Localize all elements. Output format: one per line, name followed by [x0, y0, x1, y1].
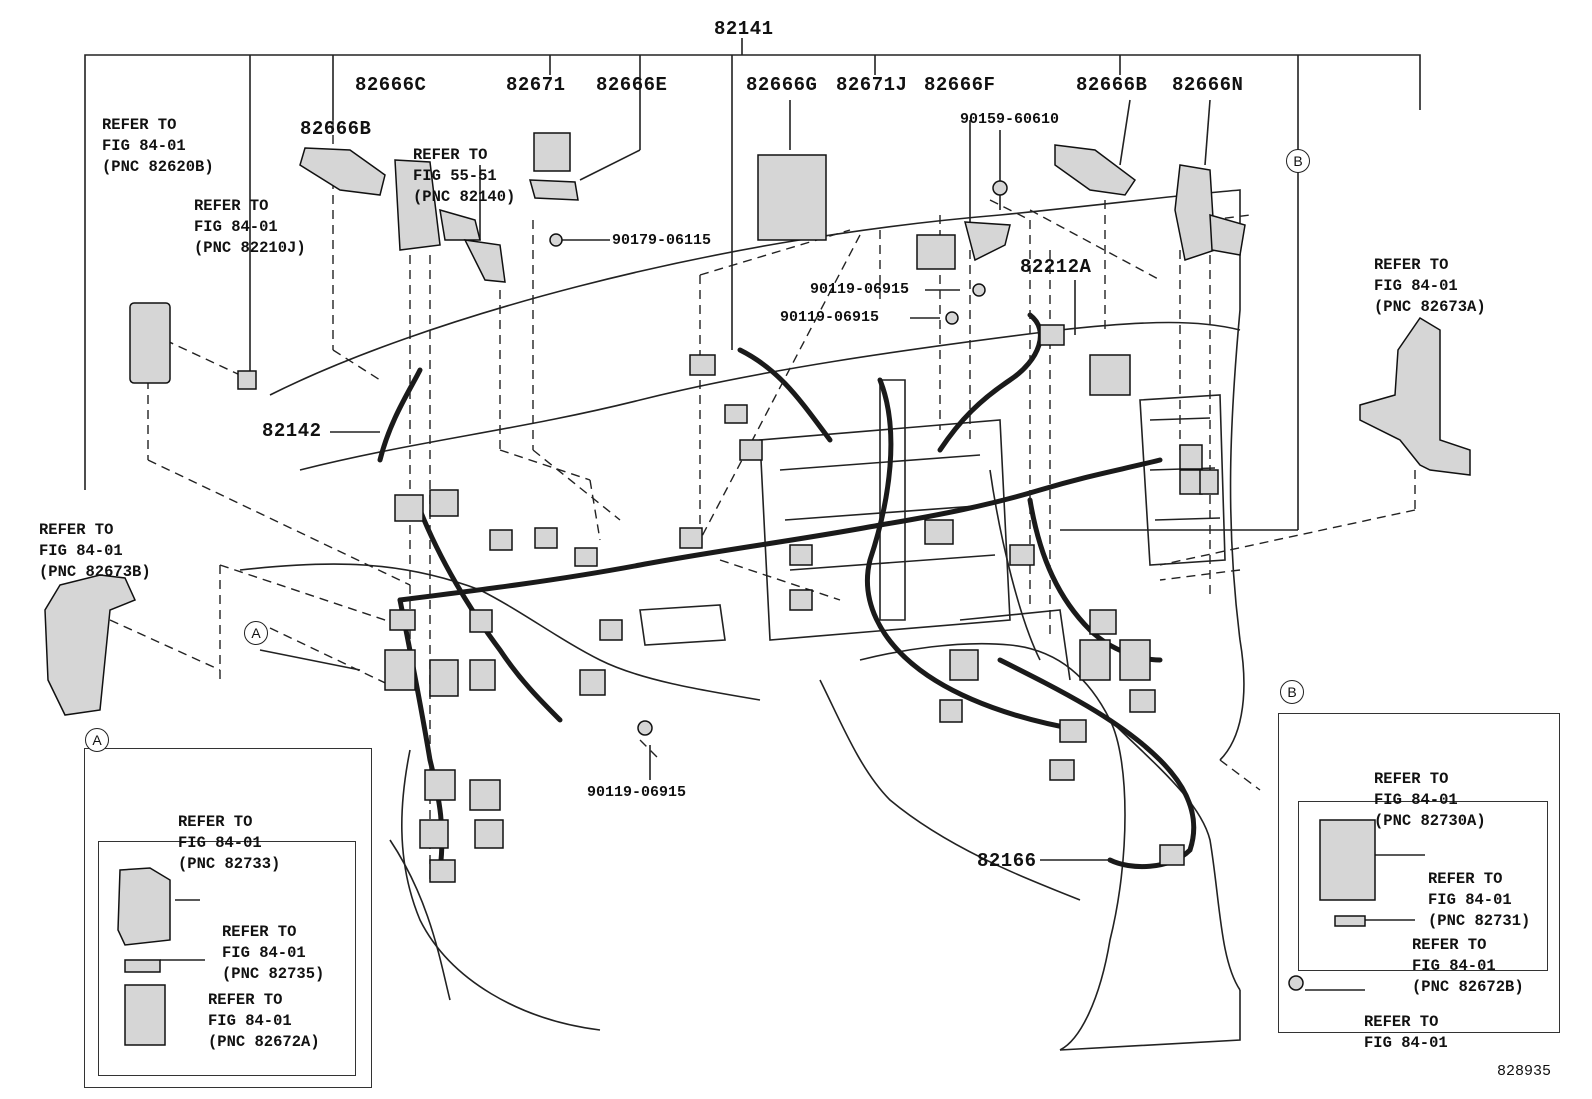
bracket-82673A — [1359, 316, 1471, 476]
inset-inner-box-82733 — [98, 841, 356, 1076]
figure-number: 828935 — [1497, 1063, 1552, 1080]
part-number-82666B-left: 82666B — [300, 118, 372, 140]
main-harness-trunk — [397, 457, 1163, 603]
connector-82666B-right — [1054, 144, 1137, 196]
bolt-number-90119-06915-b: 90119-06915 — [780, 309, 880, 326]
inset-inner-box-82730A — [1298, 801, 1548, 971]
marker-b-detail: B — [1280, 680, 1304, 704]
relay-82671 — [533, 132, 571, 172]
inset-box-82733 — [84, 748, 372, 1088]
connector-82666F — [964, 221, 1011, 262]
connector-82666C — [394, 159, 441, 251]
inset-box-b — [1278, 713, 1560, 1033]
bolt-number-90119-06915-c: 90119-06915 — [587, 784, 687, 801]
part-number-82666G: 82666G — [746, 74, 818, 96]
marker-b-callout: B — [1286, 149, 1310, 173]
part-number-82212A: 82212A — [1020, 256, 1092, 278]
callout-bracket-82141 — [84, 54, 1421, 490]
bolt-number-90159-60610: 90159-60610 — [960, 111, 1060, 128]
part-number-82666F: 82666F — [924, 74, 996, 96]
part-number-82166: 82166 — [977, 850, 1037, 872]
marker-a-callout: A — [244, 621, 268, 645]
part-number-82666N: 82666N — [1172, 74, 1244, 96]
junction-block-82666G — [757, 154, 827, 241]
part-number-82666E: 82666E — [596, 74, 668, 96]
relay-82671J — [916, 234, 956, 270]
connector-82666E — [529, 179, 579, 201]
bracket-82673B — [44, 574, 137, 716]
part-number-82671J: 82671J — [836, 74, 908, 96]
marker-a-detail: A — [85, 728, 109, 752]
part-number-82142: 82142 — [262, 420, 322, 442]
ecu-82731 — [1319, 819, 1376, 901]
bolt-number-90179-06115: 90179-06115 — [612, 232, 712, 249]
connector-82666N — [1174, 164, 1216, 261]
part-number-82666B-right: 82666B — [1076, 74, 1148, 96]
part-number-82666C: 82666C — [355, 74, 427, 96]
bolt-number-90119-06915-a: 90119-06915 — [810, 281, 910, 298]
relay-block-82620B — [129, 302, 171, 384]
part-number-82671: 82671 — [506, 74, 566, 96]
connector-82666B-left — [299, 147, 386, 196]
part-number-82141: 82141 — [714, 18, 774, 40]
